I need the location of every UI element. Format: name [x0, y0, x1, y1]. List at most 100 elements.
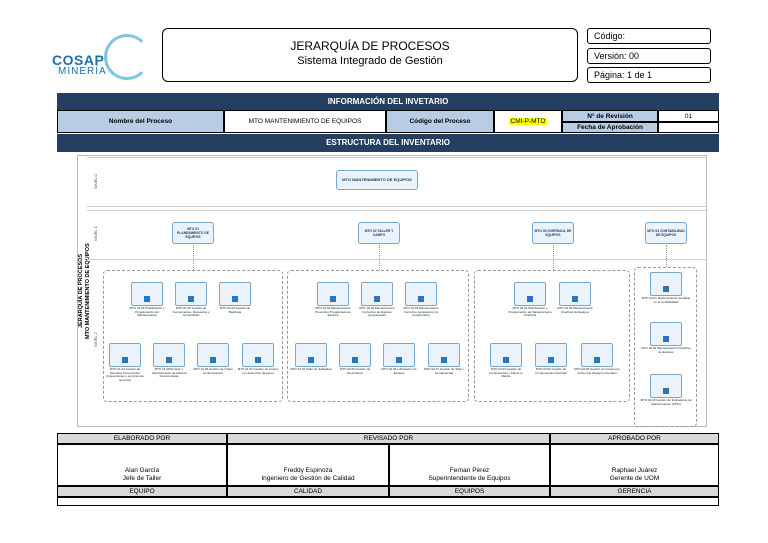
leaf-process[interactable]: MTO 03.02 Mantenimiento Overhaul de Equi… [554, 282, 596, 314]
prepared-by-header: ELABORADO POR [57, 433, 227, 444]
area-cell: EQUIPO [57, 486, 227, 497]
signature-cell: Raphael Juárez Gerente de UOM [550, 444, 719, 486]
level-2-label: NIVEL 2 [93, 332, 98, 348]
area-cell: EQUIPOS [389, 486, 550, 497]
leaf-process[interactable]: MTO 01.07 Gestión de Costos por Activo F… [236, 343, 280, 375]
process-box-icon [153, 343, 185, 367]
leaf-label: MTO 01.07 Gestión de Costos por Activo F… [237, 367, 279, 375]
signer-name: Freddy Espinoza [283, 467, 333, 474]
process-box-icon [383, 343, 415, 367]
process-code-cell: CMI-P-MTO [494, 110, 562, 133]
signer-role: Jefe de Taller [122, 475, 162, 482]
leaf-process[interactable]: MTO 01.04 Gestión de Servicios Terceriza… [104, 343, 146, 382]
level1-node-overhaul[interactable]: MTO 03 OVERHAUL DE EQUIPOS [532, 222, 574, 244]
leaf-process[interactable]: MTO 04.01 Mantenimiento Contable en la C… [640, 272, 692, 304]
connector-line [553, 245, 554, 270]
connector-line [379, 245, 380, 270]
connector-line [193, 245, 194, 270]
leaf-label: MTO 02.03 Mantenimiento Correctivo de Eq… [403, 306, 439, 318]
process-box-icon [317, 282, 349, 306]
leaf-label: MTO 01.06 Gestión de Órden de Suministro… [193, 367, 233, 375]
leaf-process[interactable]: MTO 02.01 Mantenimiento Preventivo Progr… [312, 282, 354, 318]
leaf-process[interactable]: MTO 04.02 Mantenimiento Predictivo de Eq… [640, 322, 692, 354]
logo-ring-icon [104, 34, 150, 80]
document-subtitle: Sistema Integrado de Gestión [297, 55, 443, 67]
leaf-process[interactable]: MTO 02.02 Mantenimiento Correctivo de Eq… [356, 282, 398, 318]
level-0-label: NIVEL 0 [93, 174, 98, 190]
leaf-process[interactable]: MTO 01.02 Gestión de Componentes, Repues… [170, 282, 212, 318]
leaf-label: MTO 03.01 Planificación y Programación d… [508, 306, 552, 318]
leaf-process[interactable]: MTO 02.03 Mantenimiento Correctivo de Eq… [400, 282, 442, 318]
level1-node-taller[interactable]: MTO 02 TALLER Y CAMPO [358, 222, 400, 244]
process-box-icon [559, 282, 591, 306]
leaf-label: MTO 03.02 Mantenimiento Overhaul de Equi… [557, 306, 593, 314]
process-box-icon [131, 282, 163, 306]
leaf-process[interactable]: MTO 02.05 Gestión de Neumáticos [334, 343, 376, 375]
leaf-label: MTO 02.05 Gestión de Neumáticos [339, 367, 371, 375]
process-box-icon [219, 282, 251, 306]
level-1-band [87, 210, 707, 260]
leaf-process[interactable]: MTO 01.06 Gestión de Órden de Suministro… [192, 343, 234, 375]
logo-text: COSAPI [52, 52, 109, 68]
inventory-structure [77, 155, 707, 427]
leaf-process[interactable]: MTO 02.06 Lubricación de Equipos [378, 343, 420, 375]
process-box-icon [339, 343, 371, 367]
signature-cell: Fernan Pérez Superintendente de Equipos [389, 444, 550, 486]
leaf-process[interactable]: MTO 04.03 Gestión de Indicadores de Mant… [640, 374, 692, 406]
process-box-icon [650, 272, 682, 296]
process-box-icon [514, 282, 546, 306]
reviewed-by-header: REVISADO POR [227, 433, 550, 444]
level1-node-contabilidad[interactable]: MTO 04 CONTABILIDAD DE EQUIPOS [645, 222, 687, 244]
level-0-band [87, 157, 707, 207]
leaf-process[interactable]: MTO 03.01 Planificación y Programación d… [508, 282, 552, 318]
group-overhaul [474, 270, 630, 402]
process-name-value: MTO MANTENIMIENTO DE EQUIPOS [224, 110, 386, 133]
footer-blank-row [57, 497, 719, 506]
side-label-line1: JERARQUÍA DE PROCESOS [78, 253, 84, 329]
group-contabilidad [634, 267, 697, 427]
leaf-label: MTO 02.04 Taller de Soldadura [290, 367, 332, 371]
area-cell: CALIDAD [227, 486, 389, 497]
leaf-process[interactable]: MTO 01.01 Planificación y Programación d… [126, 282, 168, 318]
leaf-process[interactable]: MTO 03.04 Gestión de Componentes Overhau… [530, 343, 572, 375]
leaf-process[interactable]: MTO 03.03 Gestión de Componentes y Pared… [484, 343, 528, 379]
leaf-process[interactable]: MTO 01.03 Gestión de Backlogs [214, 282, 256, 314]
signature-cell: Alan García Jefe de Taller [57, 444, 227, 486]
level-1-label: NIVEL 1 [93, 226, 98, 242]
signer-name: Alan García [124, 467, 160, 474]
process-code-value: CMI-P-MTO [508, 118, 548, 125]
leaf-label: MTO 04.02 Mantenimiento Predictivo de Eq… [641, 346, 691, 354]
process-box-icon [361, 282, 393, 306]
leaf-label: MTO 04.01 Mantenimiento Contable en la C… [641, 296, 691, 304]
signer-role: Superintendente de Equipos [428, 475, 511, 482]
signer-role: Gerente de UOM [609, 475, 660, 482]
signer-name: Raphael Juárez [611, 467, 658, 474]
leaf-label: MTO 01.02 Gestión de Componentes, Repues… [172, 306, 210, 318]
document-title: JERARQUÍA DE PROCESOS [290, 39, 450, 53]
leaf-label: MTO 03.03 Gestión de Componentes y Pared… [488, 367, 524, 379]
process-box-icon [197, 343, 229, 367]
process-box-icon [175, 282, 207, 306]
group-taller [287, 270, 469, 402]
process-code-label: Código del Proceso [386, 110, 494, 133]
leaf-label: MTO 01.03 Gestión de Backlogs [219, 306, 251, 314]
root-process-node[interactable]: MTO MANTENIMIENTO DE EQUIPOS [336, 170, 418, 190]
leaf-label: MTO 02.01 Mantenimiento Preventivo Progr… [315, 306, 351, 318]
process-box-icon [581, 343, 613, 367]
connector-line [666, 245, 667, 267]
leaf-label: MTO 04.03 Gestión de Indicadores de Mant… [640, 398, 692, 406]
leaf-label: MTO 03.05 Gestión de Costos por Activo F… [574, 367, 620, 375]
leaf-process[interactable]: MTO 02.04 Taller de Soldadura [290, 343, 332, 372]
level1-node-planeamiento[interactable]: MTO 01 PLANEAMIENTO DE EQUIPOS [172, 222, 214, 244]
process-box-icon [490, 343, 522, 367]
leaf-label: MTO 01.04 Gestión de Servicios Terceriza… [106, 367, 144, 382]
leaf-process[interactable]: MTO 02.07 Gestión de Taller / Herramient… [422, 343, 466, 375]
leaf-label: MTO 03.04 Gestión de Componentes Overhau… [535, 367, 567, 375]
document-title-box: JERARQUÍA DE PROCESOS Sistema Integrado … [162, 28, 578, 82]
process-box-icon [405, 282, 437, 306]
group-planeamiento [103, 270, 283, 402]
leaf-label: MTO 02.07 Gestión de Taller / Herramient… [424, 367, 464, 375]
leaf-process[interactable]: MTO 01.05 Emisión y Administración de Hi… [148, 343, 190, 379]
leaf-process[interactable]: MTO 03.05 Gestión de Costos por Activo F… [574, 343, 620, 375]
leaf-label: MTO 02.02 Mantenimiento Correctivo de Eq… [359, 306, 395, 318]
